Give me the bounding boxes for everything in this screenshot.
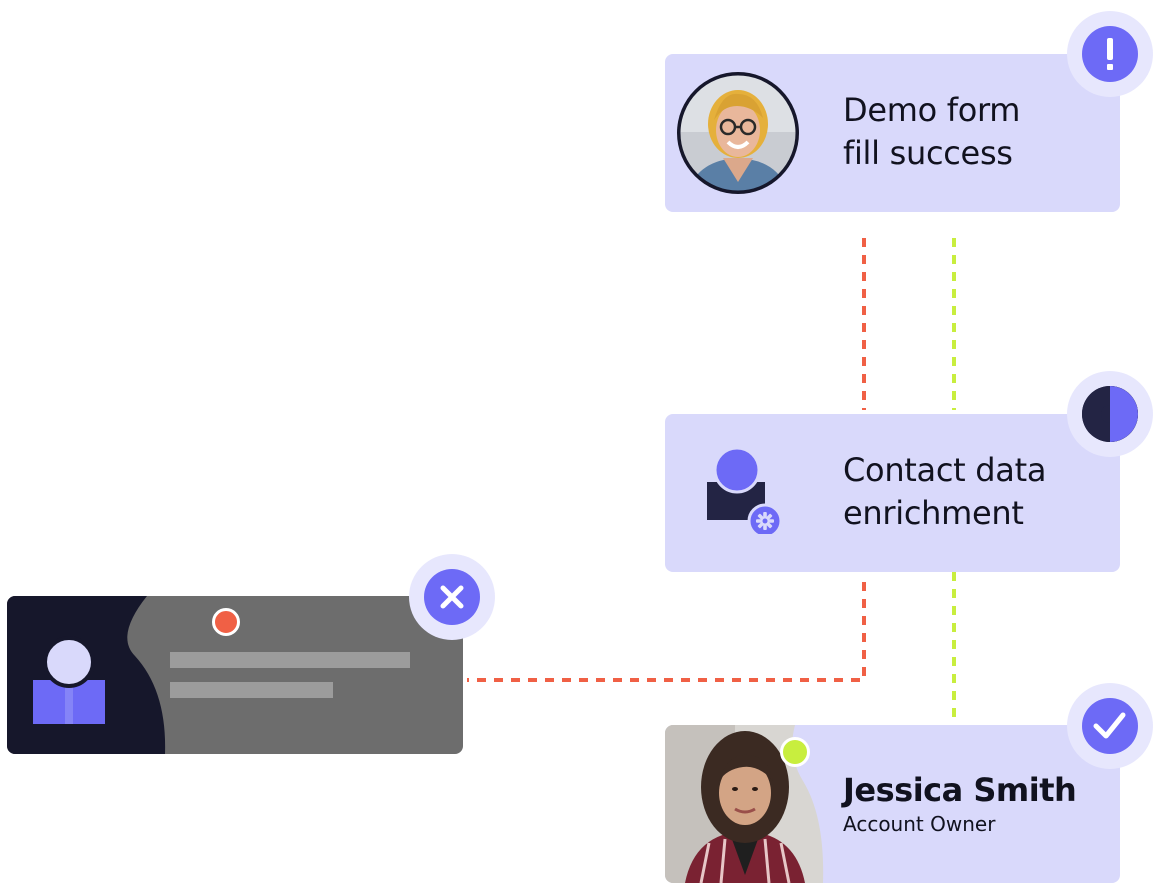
failed-badge <box>409 554 495 640</box>
demo-form-title: Demo form fill success <box>843 91 1021 172</box>
enrichment-badge <box>1067 371 1153 457</box>
account-owner-card: Jessica Smith Account Owner <box>665 725 1120 883</box>
demo-form-badge <box>1067 11 1153 97</box>
account-owner-photo <box>665 725 824 883</box>
check-icon <box>1093 712 1126 739</box>
status-dot-red <box>212 608 240 636</box>
exclamation-icon <box>1107 38 1113 70</box>
progress-icon <box>1082 386 1138 442</box>
enrichment-title: Contact data enrichment <box>843 451 1047 532</box>
account-owner-role: Account Owner <box>843 812 996 836</box>
online-status-dot <box>780 737 810 767</box>
failed-contact-card <box>7 596 463 754</box>
account-owner-name: Jessica Smith <box>843 771 1077 809</box>
demo-form-card: Demo form fill success <box>665 54 1120 212</box>
failed-path-bottom <box>467 582 866 682</box>
close-icon <box>440 585 464 609</box>
demo-contact-avatar <box>677 72 799 194</box>
enrichment-card: Contact data enrichment <box>665 414 1120 572</box>
placeholder-line-2 <box>170 682 333 698</box>
contact-settings-icon <box>707 446 783 534</box>
owner-badge <box>1067 683 1153 769</box>
contact-placeholder-icon <box>33 636 105 724</box>
placeholder-line-1 <box>170 652 410 668</box>
